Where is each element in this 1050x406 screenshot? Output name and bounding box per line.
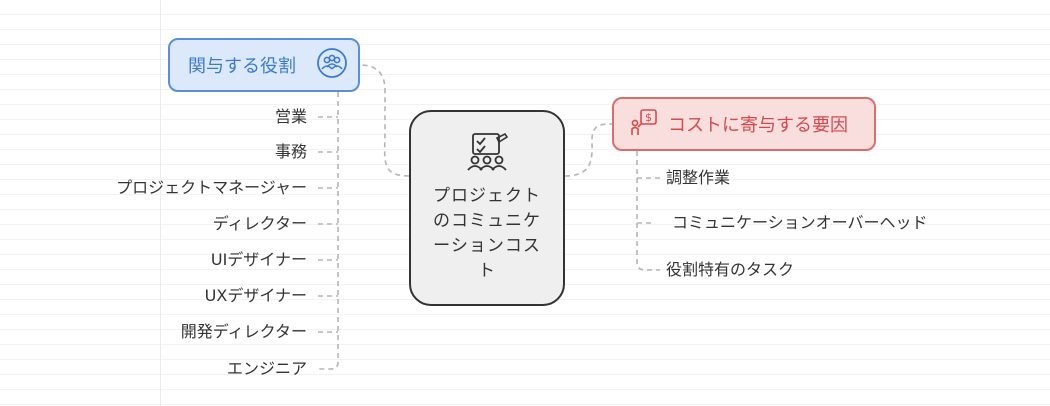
connector-factors-trunk <box>636 151 660 271</box>
factor-item: 調整作業 <box>666 168 731 187</box>
role-item: 事務 <box>274 142 307 161</box>
role-item: UIデザイナー <box>210 250 307 269</box>
connector-factors <box>564 123 613 177</box>
team-icon <box>316 47 348 83</box>
center-node: プロジェクトのコミュニケーションコスト <box>409 110 565 306</box>
factor-item: 役割特有のタスク <box>666 260 795 279</box>
role-item: 営業 <box>274 107 307 126</box>
branch-roles-label: 関与する役割 <box>188 56 296 77</box>
connector-roles-trunk <box>318 92 339 370</box>
role-item: ディレクター <box>212 214 307 233</box>
role-item: プロジェクトマネージャー <box>116 178 307 197</box>
checklist-with-people-icon <box>463 132 511 176</box>
factor-item: コミュニケーションオーバーヘッド <box>672 213 928 232</box>
role-item: UXデザイナー <box>204 286 307 305</box>
center-label: プロジェクトのコミュニケーションコスト <box>433 186 541 281</box>
branch-roles: 関与する役割 <box>168 38 360 92</box>
person-with-money-icon: $ <box>628 107 658 141</box>
branch-factors-label: コストに寄与する要因 <box>668 115 848 136</box>
role-item: 開発ディレクター <box>180 322 307 341</box>
branch-factors: $ コストに寄与する要因 <box>612 97 876 151</box>
svg-text:$: $ <box>645 111 652 124</box>
role-item: エンジニア <box>226 359 307 378</box>
connector-roles <box>359 64 410 177</box>
